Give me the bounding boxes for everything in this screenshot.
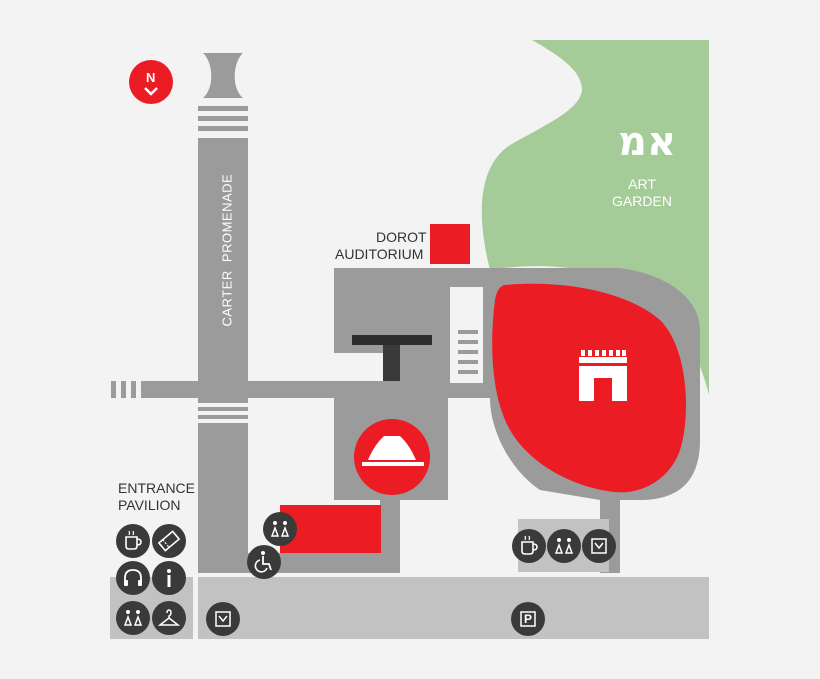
dorot-connector — [383, 345, 400, 381]
garden-label-line1: ART — [628, 176, 656, 192]
parking-icon[interactable]: P — [511, 602, 545, 636]
dorot-label-line1: DOROT — [376, 229, 427, 245]
cafe-icon[interactable] — [116, 524, 150, 558]
courtyard-steps — [458, 330, 478, 374]
restroom-icon[interactable] — [547, 529, 581, 563]
shop-icon[interactable] — [206, 602, 240, 636]
restroom-icon[interactable] — [263, 512, 297, 546]
cafe-icon[interactable] — [512, 529, 546, 563]
ticket-icon[interactable] — [152, 524, 186, 558]
coat-check-icon[interactable] — [152, 601, 186, 635]
info-icon[interactable] — [152, 561, 186, 595]
wheelchair-icon[interactable] — [247, 545, 281, 579]
compass-letter: N — [146, 70, 156, 85]
shop-icon[interactable] — [582, 529, 616, 563]
audio-guide-icon[interactable] — [116, 561, 150, 595]
dorot-stage — [352, 335, 432, 345]
dorot-label-line2: AUDITORIUM — [335, 246, 424, 262]
art-garden-area[interactable] — [481, 40, 709, 395]
entrance-label-line1: ENTRANCE — [118, 480, 196, 496]
promenade-crossing — [198, 403, 248, 423]
model-icon — [362, 436, 424, 466]
dorot-auditorium[interactable] — [430, 224, 470, 264]
garden-logo: אמ — [618, 119, 677, 165]
promenade-north-steps — [198, 106, 248, 131]
carter-promenade[interactable] — [198, 138, 248, 573]
restroom-icon[interactable] — [116, 601, 150, 635]
compass-icon — [129, 60, 173, 104]
garden-label-line2: GARDEN — [612, 193, 672, 209]
parking-letter: P — [523, 612, 532, 626]
west-steps — [111, 381, 136, 398]
entrance-label-line2: PAVILION — [118, 497, 181, 513]
carter-promenade-label: CARTER PROMENADE — [219, 173, 235, 327]
shrine-icon — [579, 350, 627, 401]
parking-lot[interactable] — [198, 577, 709, 639]
sculpture-icon — [203, 53, 243, 98]
